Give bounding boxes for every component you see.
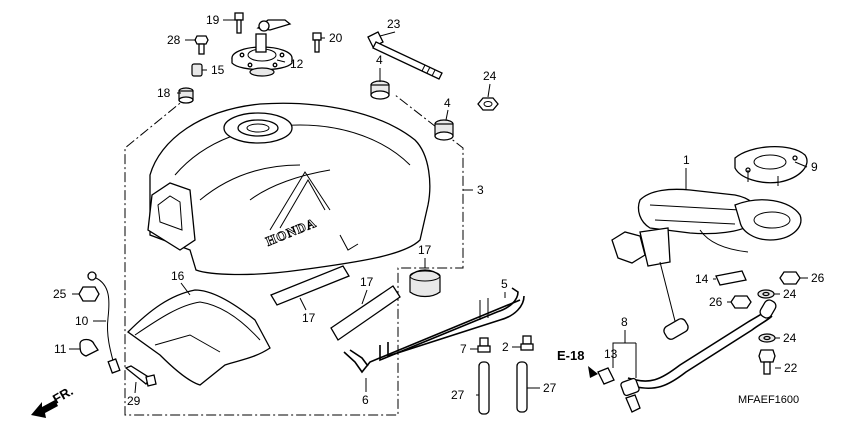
callout-24-b: 24 (783, 331, 797, 345)
callout-12: 12 (290, 57, 304, 71)
callout-9: 9 (811, 160, 818, 174)
callout-25: 25 (53, 287, 67, 301)
callout-27-right: 27 (543, 381, 557, 395)
rubber-pad-17-a (270, 265, 350, 306)
fitting-2 (520, 335, 534, 351)
tray-16 (126, 289, 271, 386)
callout-20-left: 19 (206, 13, 220, 27)
fitting-7 (477, 337, 491, 353)
callout-29: 29 (127, 394, 141, 408)
connector-13 (597, 367, 615, 385)
callout-27-left: 27 (451, 388, 465, 402)
callout-6: 6 (362, 393, 369, 407)
front-direction-indicator: FR. (31, 383, 76, 418)
grommet-19 (178, 87, 194, 104)
nut-26-a (779, 271, 801, 285)
rubber-pad-17-b (330, 285, 401, 341)
fuel-filler-cap (231, 19, 293, 77)
callout-28: 28 (167, 33, 181, 47)
callout-19: 18 (157, 86, 171, 100)
callout-23: 24 (483, 69, 497, 83)
callout-2: 2 (502, 340, 509, 354)
clip-14 (715, 270, 747, 286)
bolt-29 (124, 365, 157, 387)
callout-24-a: 24 (783, 287, 797, 301)
callout-3: 3 (477, 183, 484, 197)
bolt-20-right (312, 32, 322, 53)
seal-plate-9 (734, 145, 808, 186)
pipe-27-left (478, 361, 490, 415)
nut-25 (78, 286, 100, 302)
callout-5: 5 (501, 277, 508, 291)
front-arrow-icon (31, 400, 58, 418)
bolt-21 (758, 349, 776, 375)
callout-18: 17 (418, 243, 432, 257)
nut-23 (477, 97, 499, 111)
callout-26-b: 26 (709, 295, 723, 309)
bolt-20-left (234, 12, 244, 34)
grommet-15 (191, 63, 203, 77)
callout-14: 14 (695, 272, 709, 286)
callout-7: 7 (460, 342, 467, 356)
bolt-28 (194, 35, 209, 55)
nut-26-b (730, 295, 752, 309)
callout-26-a: 26 (811, 271, 825, 285)
callout-15: 15 (211, 63, 225, 77)
callout-21: 22 (784, 361, 798, 375)
fuel-pump-assembly (611, 188, 802, 340)
callout-10: 10 (75, 314, 89, 328)
hose-5 (379, 287, 525, 362)
callout-22: 23 (387, 17, 401, 31)
callout-17-a: 17 (302, 311, 316, 325)
assembly-frame (124, 94, 473, 416)
callout-4-top: 4 (376, 53, 383, 67)
callout-20-right: 20 (329, 31, 343, 45)
callout-1: 1 (683, 153, 690, 167)
callout-8: 8 (621, 315, 628, 329)
rubber-mount-4-right (434, 119, 454, 141)
reference-arrow-icon (588, 366, 598, 378)
pipe-27-right (516, 361, 528, 413)
rubber-block-18 (409, 269, 441, 298)
leader-lines (69, 19, 808, 396)
washer-24-b (758, 333, 776, 343)
diagram-code: MFAEF1600 (738, 394, 799, 406)
callout-17-b: 17 (360, 275, 374, 289)
clamp-11 (79, 338, 99, 357)
callout-13: 13 (604, 347, 618, 361)
fuel-feed-hose-8 (620, 299, 777, 413)
washer-24-a (757, 289, 775, 299)
hose-6 (343, 299, 521, 374)
callout-16: 16 (171, 269, 185, 283)
long-bolt-22 (367, 31, 443, 80)
sensor-lead-10 (87, 271, 121, 374)
callout-4-right: 4 (444, 96, 451, 110)
reference-e18: E-18 (557, 348, 584, 363)
rubber-mount-4-top (370, 80, 390, 100)
callout-11: 11 (54, 342, 67, 356)
fuel-tank (147, 102, 431, 276)
callout-labels: 19 20 28 15 18 12 23 4 4 24 3 1 9 17 16 … (53, 13, 825, 408)
